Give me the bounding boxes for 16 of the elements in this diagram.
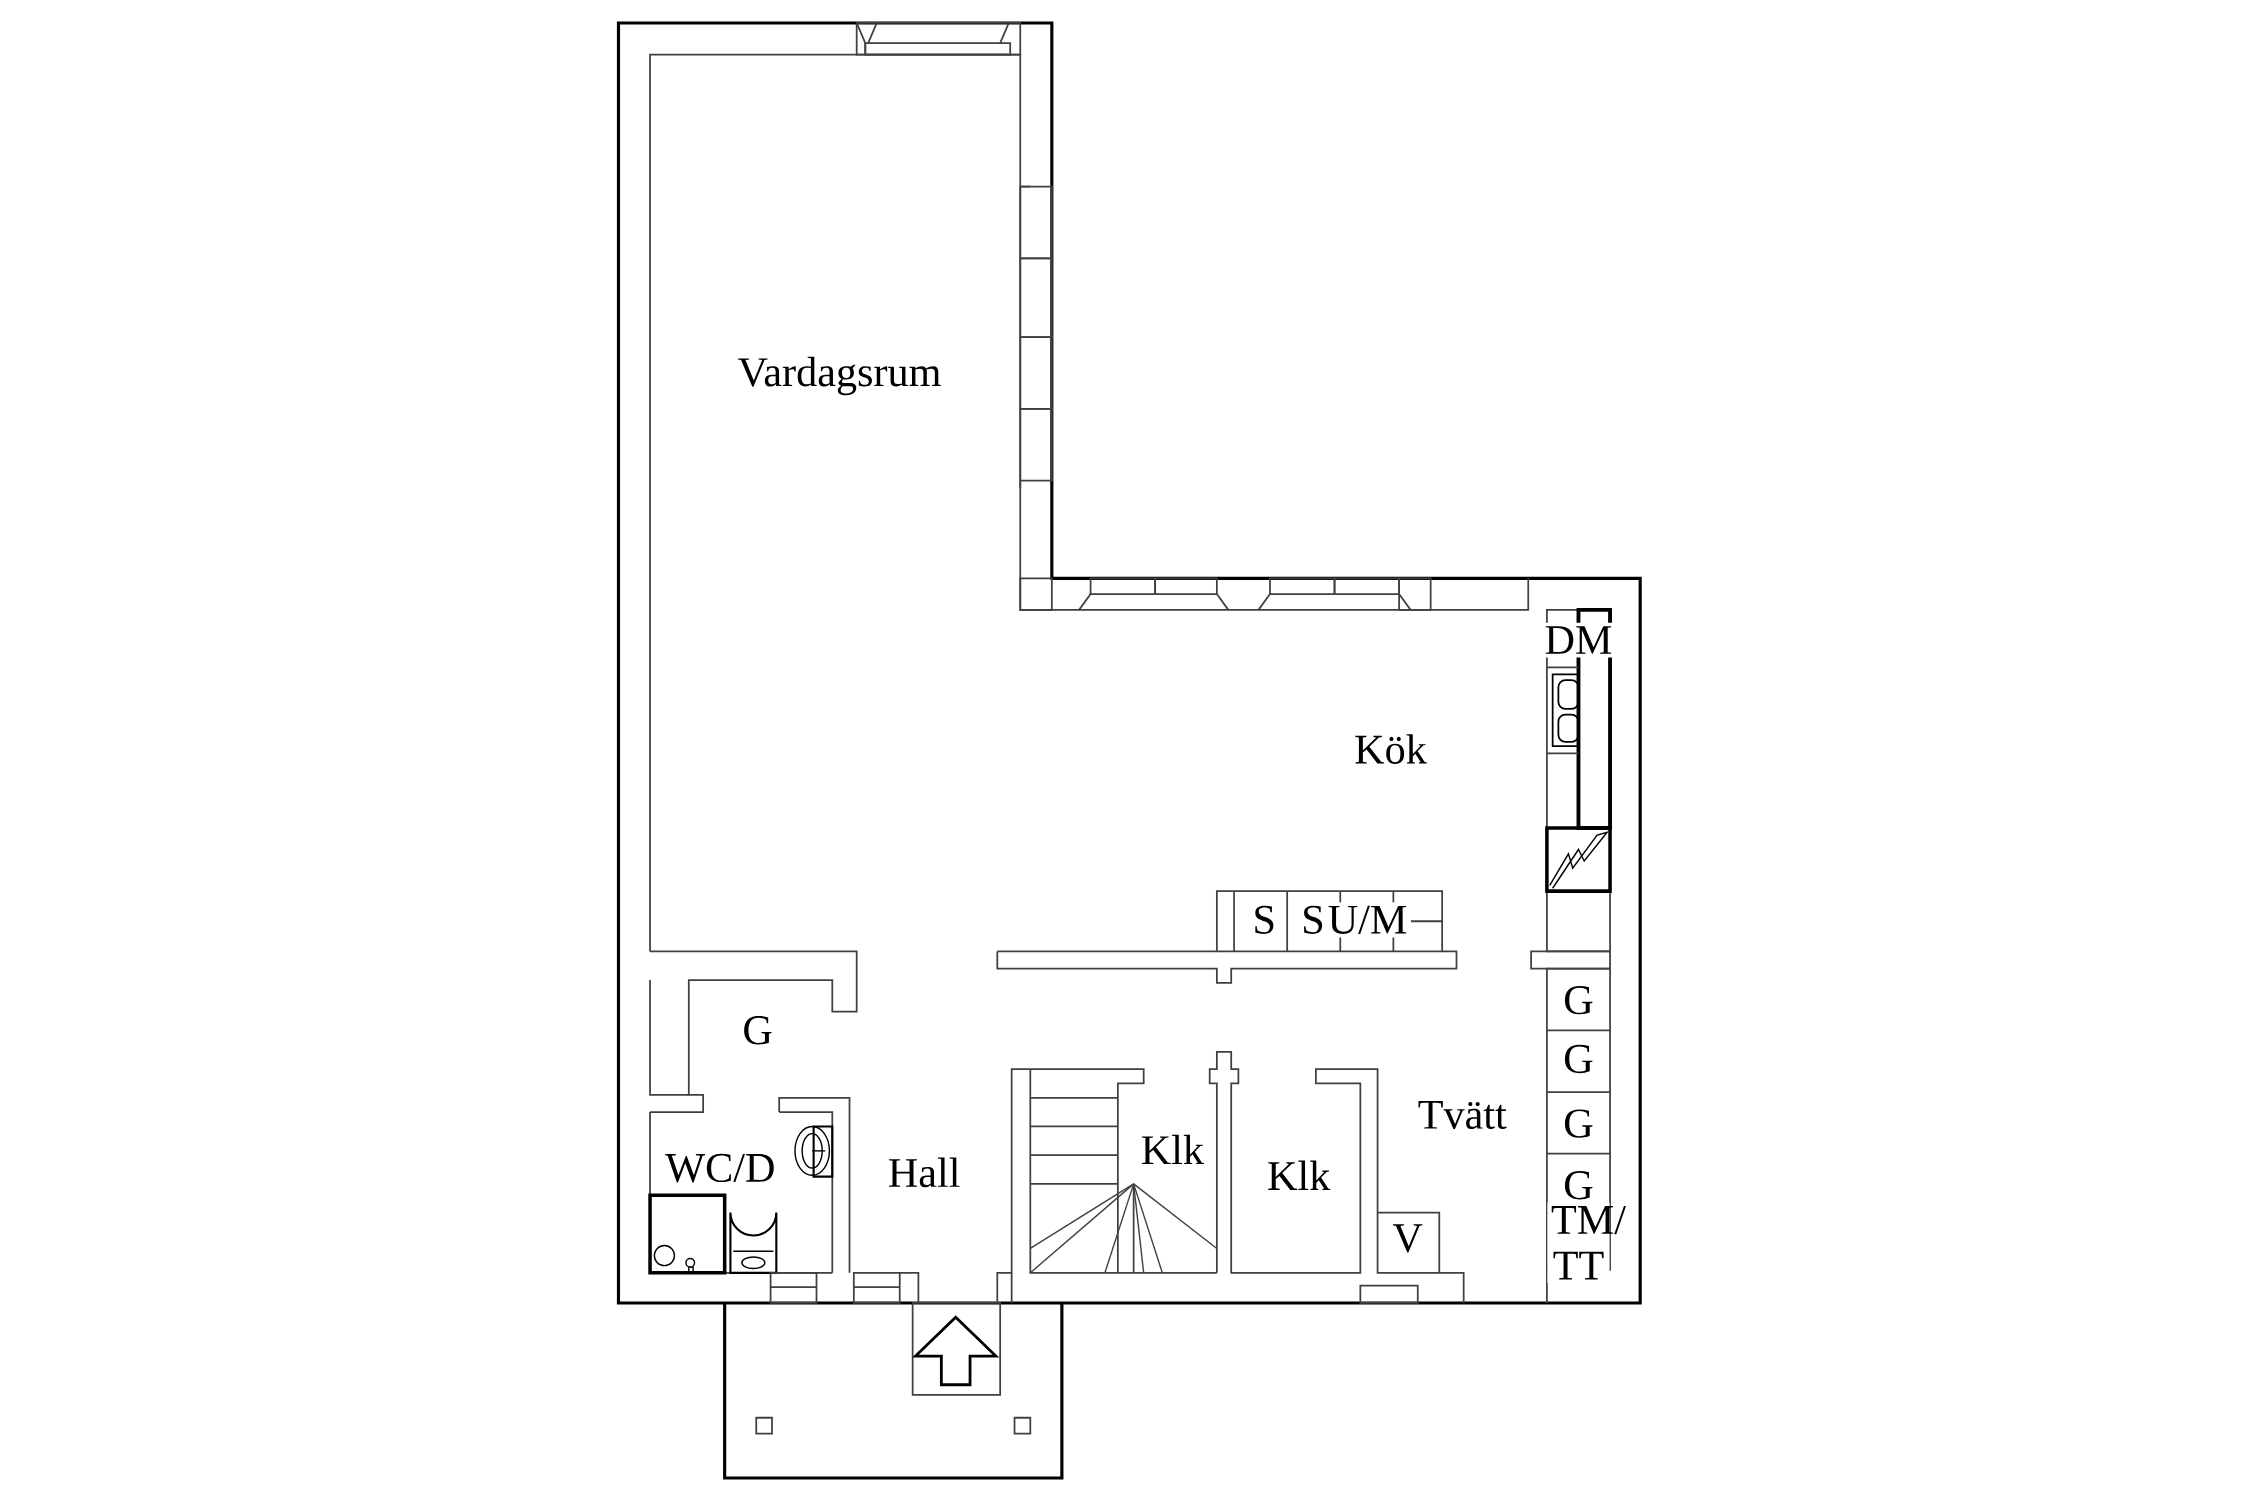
cabinet-label: U/M: [1324, 902, 1411, 938]
room-label: Vardagsrum: [734, 353, 945, 399]
room-label: Klk: [1263, 1157, 1334, 1194]
room-label: Klk: [1137, 1131, 1208, 1168]
room-label: Kök: [1350, 730, 1431, 768]
cabinet-label: V: [1388, 1221, 1427, 1257]
cabinet-label: DM: [1540, 622, 1616, 658]
cabinet-label: G: [1559, 1106, 1598, 1142]
cabinet-label: G: [1559, 1041, 1598, 1077]
room-label: G: [738, 1012, 777, 1049]
room-label: WC/D: [661, 1150, 779, 1187]
room-label: Hall: [884, 1154, 964, 1191]
cabinet-label: G: [1559, 982, 1598, 1019]
cabinet-label: S: [1248, 902, 1280, 938]
room-label: Tvätt: [1414, 1097, 1511, 1133]
cabinet-label: G: [1559, 1167, 1598, 1204]
